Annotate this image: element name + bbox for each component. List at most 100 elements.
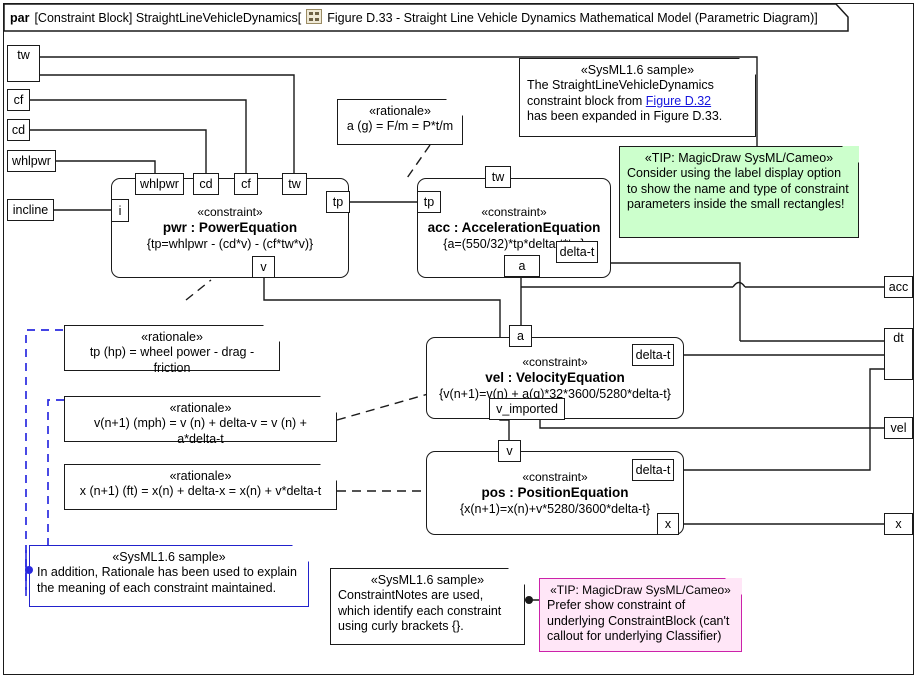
note-rationale-position-line1: x (n+1) (ft) = x(n) + delta-x = x(n) + v… [79,484,322,498]
note-tip-label-display-line1: Consider using the label display option [627,166,842,180]
param-pwr-whlpwr[interactable]: whlpwr [135,173,184,195]
pos-name: pos : PositionEquation [481,485,629,500]
note-sysml-sample-top-line2: constraint block from Figure D.32 [527,94,748,110]
note-rationale-position[interactable]: «rationale» x (n+1) (ft) = x(n) + delta-… [64,464,337,510]
note-tip-prefer-show-constraint[interactable]: «TIP: MagicDraw SysML/Cameo» Prefer show… [539,578,742,652]
note-sysml-sample-constraintnotes-line3: using curly brackets {}. [338,619,464,633]
anchor-dot-blue [25,566,33,574]
diagram-frame-title: Figure D.33 - Straight Line Vehicle Dyna… [327,11,818,25]
param-pwr-i-label: i [118,203,122,218]
border-port-x-label: x [895,517,902,531]
param-pwr-i[interactable]: i [111,199,129,222]
acc-stereotype: «constraint» [481,205,547,219]
note-tip-label-display[interactable]: «TIP: MagicDraw SysML/Cameo» Consider us… [619,146,859,238]
note-tip-prefer-show-constraint-line3: callout for underlying Classifier) [547,629,722,643]
diagram-frame-label: [Constraint Block] StraightLineVehicleDy… [34,11,302,25]
note-sysml-sample-top-line1: The StraightLineVehicleDynamics [527,78,714,92]
pos-expression: {x(n+1)=x(n)+v*5280/3600*delta-t} [459,502,651,516]
border-port-incline[interactable]: incline [7,199,54,221]
note-sysml-sample-constraintnotes-line2: which identify each constraint [338,603,502,618]
note-rationale-velocity-title: «rationale» [169,401,232,415]
param-acc-tp[interactable]: tp [417,191,441,213]
note-fold-icon [508,568,525,585]
param-acc-tw[interactable]: tw [485,166,511,188]
param-pwr-tp-label: tp [332,195,344,209]
param-pos-v[interactable]: v [498,440,521,462]
vel-expression: {v(n+1)=v(n) + a(g)*32*3600/5280*delta-t… [439,387,671,401]
border-port-vel[interactable]: vel [884,417,913,439]
param-pwr-whlpwr-label: whlpwr [140,177,179,191]
border-port-cd-label: cd [11,123,26,137]
figure-d32-link[interactable]: Figure D.32 [645,93,712,108]
vel-name: vel : VelocityEquation [485,370,625,385]
acc-expression: {a=(550/32)*tp*delta-t*tw} [443,237,585,251]
note-tip-prefer-show-constraint-line2: underlying ConstraintBlock (can't [547,613,730,628]
param-pos-delta-t[interactable]: delta-t [632,459,674,481]
note-sysml-sample-rationale[interactable]: «SysML1.6 sample» In addition, Rationale… [29,545,309,607]
param-pwr-cd[interactable]: cd [193,173,219,195]
param-pwr-v[interactable]: v [252,256,275,278]
note-fold-icon [263,325,280,342]
param-pwr-v-label: v [260,260,267,274]
param-vel-a-label: a [517,329,524,343]
param-acc-tw-label: tw [491,170,505,184]
param-vel-v-imported[interactable]: v_imported [489,398,565,420]
note-sysml-sample-top-title: «SysML1.6 sample» [580,63,695,77]
note-tip-label-display-title: «TIP: MagicDraw SysML/Cameo» [644,151,834,165]
border-port-cf[interactable]: cf [7,89,30,111]
param-pwr-tp[interactable]: tp [326,191,350,213]
vel-stereotype: «constraint» [522,355,588,369]
note-sysml-sample-top[interactable]: «SysML1.6 sample» The StraightLineVehicl… [519,58,756,137]
note-sysml-sample-constraintnotes[interactable]: «SysML1.6 sample» ConstraintNotes are us… [330,568,525,645]
pos-stereotype: «constraint» [522,470,588,484]
border-port-vel-label: vel [890,421,907,435]
param-vel-delta-t[interactable]: delta-t [632,344,674,366]
border-port-dt[interactable]: dt [884,328,913,380]
note-fold-icon [320,396,337,413]
border-port-whlpwr-label: whlpwr [12,154,51,168]
note-tip-prefer-show-constraint-line1: Prefer show constraint of [547,598,686,612]
acc-name: acc : AccelerationEquation [427,220,601,235]
parametric-diagram-icon [306,9,323,24]
border-port-cf-label: cf [13,93,24,107]
pwr-expression: {tp=whlpwr - (cd*v) - (cf*tw*v)} [146,237,314,251]
note-rationale-acceleration[interactable]: «rationale» a (g) = F/m = P*t/m [337,99,463,145]
note-fold-icon [320,464,337,481]
param-pwr-tw[interactable]: tw [282,173,307,195]
pwr-stereotype: «constraint» [197,205,263,219]
param-vel-a[interactable]: a [509,325,532,347]
border-port-x[interactable]: x [884,513,913,535]
border-port-tw-label: tw [17,48,30,62]
border-port-cd[interactable]: cd [7,119,30,141]
param-acc-a[interactable]: a [504,255,540,277]
param-acc-a-label: a [518,259,526,273]
note-fold-icon [446,99,463,116]
note-fold-icon [739,58,756,75]
note-fold-icon [725,578,742,595]
param-pos-x[interactable]: x [657,513,679,535]
note-rationale-acceleration-line1: a (g) = F/m = P*t/m [346,119,454,133]
diagram-kind: par [10,11,30,25]
param-vel-delta-t-label: delta-t [635,348,671,362]
border-port-acc[interactable]: acc [884,276,913,298]
note-sysml-sample-rationale-title: «SysML1.6 sample» [112,550,226,564]
note-rationale-tp[interactable]: «rationale» tp (hp) = wheel power - drag… [64,325,280,375]
note-sysml-sample-rationale-line1: In addition, Rationale has been used to … [37,565,297,579]
note-line2-prefix: constraint block from [527,93,646,108]
param-acc-delta-t-label: delta-t [559,245,595,259]
param-pos-x-label: x [664,517,672,531]
border-port-whlpwr[interactable]: whlpwr [7,150,56,172]
param-pwr-cf[interactable]: cf [234,173,258,195]
border-port-tw[interactable]: tw [7,45,40,82]
note-tip-prefer-show-constraint-title: «TIP: MagicDraw SysML/Cameo» [550,583,731,597]
note-rationale-velocity-line1: v(n+1) (mph) = v (n) + delta-v = v (n) +… [94,416,307,446]
note-rationale-position-title: «rationale» [169,469,232,483]
param-acc-delta-t[interactable]: delta-t [556,241,598,263]
note-rationale-velocity[interactable]: «rationale» v(n+1) (mph) = v (n) + delta… [64,396,337,446]
param-vel-v-imported-label: v_imported [496,402,558,416]
param-pos-delta-t-label: delta-t [635,463,671,477]
border-port-dt-label: dt [893,331,904,345]
note-fold-icon [842,146,859,163]
border-port-acc-label: acc [888,280,909,294]
